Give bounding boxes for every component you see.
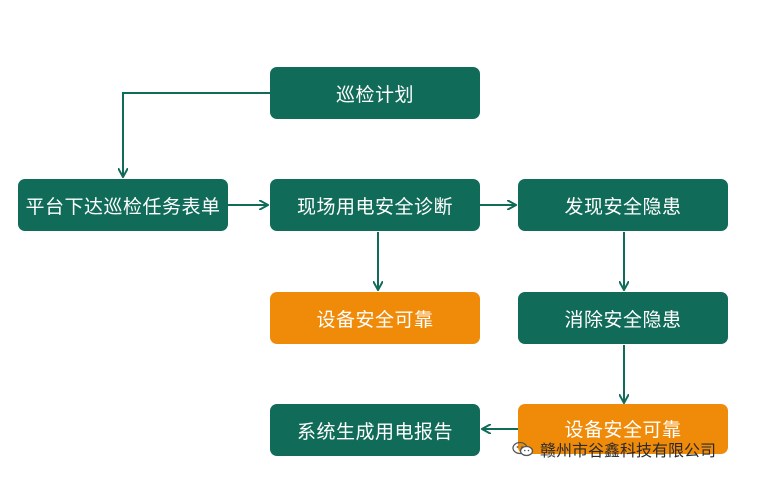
node-discover-hazard: 发现安全隐患 [518,179,728,231]
node-plan: 巡检计划 [270,67,480,119]
arrow-plan-to-issue [123,92,270,176]
wechat-icon [512,441,534,457]
node-issue-task-form: 平台下达巡检任务表单 [18,179,228,231]
node-generate-report: 系统生成用电报告 [270,404,480,456]
node-equipment-safe-2: 设备安全可靠 [518,404,728,454]
watermark: 赣州市谷鑫科技有限公司 [512,437,716,461]
node-eliminate-hazard: 消除安全隐患 [518,292,728,344]
watermark-text: 赣州市谷鑫科技有限公司 [540,441,717,460]
node-onsite-diagnosis: 现场用电安全诊断 [270,179,480,231]
node-equipment-safe-1: 设备安全可靠 [270,292,480,344]
